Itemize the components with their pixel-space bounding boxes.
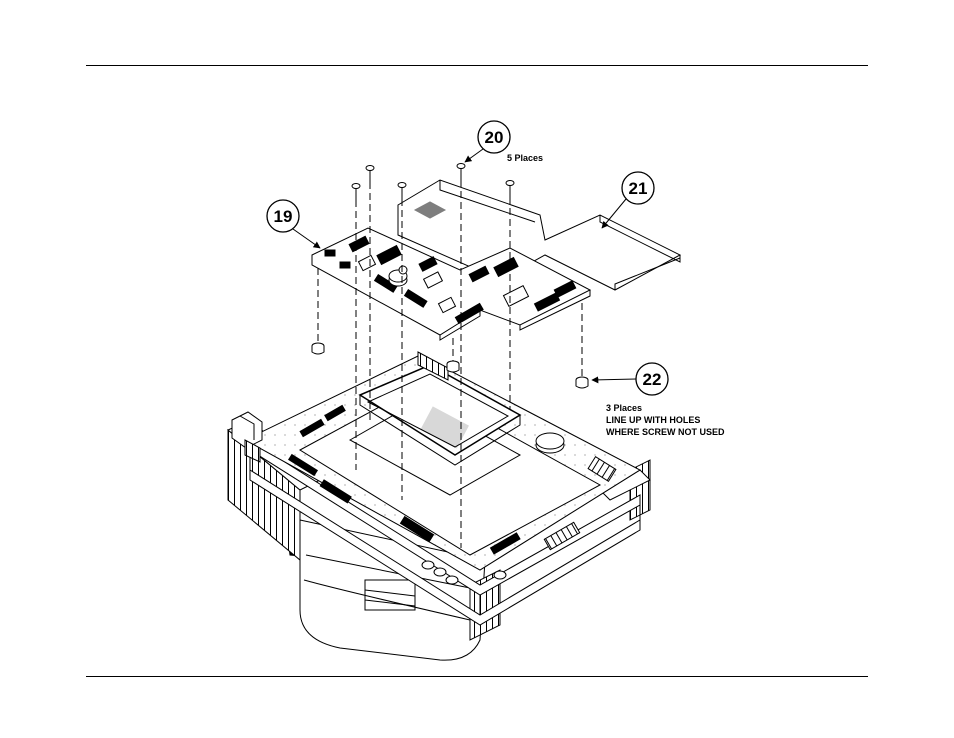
screw-set-20 [351, 163, 515, 200]
standoff [446, 360, 460, 373]
callout-22: 22 3 Places LINE UP WITH HOLES WHERE SCR… [591, 362, 725, 437]
circuit-board-19 [311, 227, 592, 341]
callout-20: 20 5 Places [464, 120, 543, 163]
standoff-set-22 [311, 342, 589, 389]
standoff-qty-note: 3 Places [606, 403, 642, 413]
standoff-note-line1: LINE UP WITH HOLES [606, 415, 700, 425]
standoff-note-line2: WHERE SCREW NOT USED [606, 427, 725, 437]
top-rule [86, 65, 868, 66]
chassis-base-assembly [227, 351, 651, 661]
callout-19: 19 [266, 199, 321, 249]
screw [365, 165, 375, 182]
callout-21-label: 21 [629, 179, 648, 198]
bottom-rule [86, 676, 868, 677]
callout-21: 21 [601, 171, 655, 229]
screw [505, 180, 515, 197]
standoff [575, 376, 589, 389]
screw [456, 163, 466, 180]
shield-cover-21 [397, 179, 682, 291]
standoff [311, 342, 325, 355]
callout-20-label: 20 [485, 128, 504, 147]
callout-22-label: 22 [643, 370, 662, 389]
screw [351, 183, 361, 200]
callout-19-label: 19 [274, 207, 293, 226]
screw [397, 182, 407, 199]
screw-qty-note: 5 Places [507, 153, 543, 163]
alignment-lines [317, 180, 583, 548]
